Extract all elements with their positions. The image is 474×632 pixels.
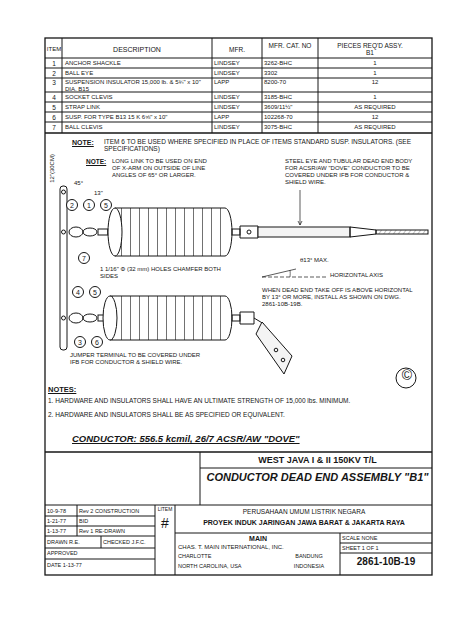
drawing-label: 3302 [264,70,317,77]
drawing-label: 2861-10B-19 [342,556,430,568]
drawing-label: © [397,367,417,383]
drawing-label: PROYEK INDUK JARINGAN JAWA BARAT & JAKAR… [178,519,430,527]
drawing-label: DESCRIPTION [64,46,210,54]
drawing-label: STRAP LINK [65,104,210,111]
drawing-label: DATE 1-13-77 [47,562,152,568]
callout-text: 4 [76,289,80,296]
drawing-label: 12 [320,114,430,121]
drawing-label: 1 [320,94,430,101]
drawing-label: NOTE: [86,158,111,165]
drawing-label: SUSP. FOR TYPE B13 15 K 6⅝" x 10" [65,114,210,121]
drawing-label: CHAS. T. MAIN INTERNATIONAL, INC. [178,544,338,551]
drawing-label: NOTE: [72,139,102,147]
callout-text: 6 [95,339,99,346]
drawing-label: LINDSEY [214,60,260,67]
drawing-label: AS REQUIRED [320,104,430,111]
callout-number: 1 [83,199,95,211]
drawing-label: 1. HARDWARE AND INSULATORS SHALL HAVE AN… [48,397,428,404]
drawing-label: APPROVED [47,550,152,556]
drawing-label: LINDSEY [214,124,260,131]
drawing-label: 10-9-78 [47,508,77,514]
drawing-label: 3 [47,79,61,86]
drawing-label: CHARLOTTE [178,553,278,559]
drawing-label: CONDUCTOR: 556.5 kcmil, 26/7 ACSR/AW "DO… [72,434,392,445]
drawing-label: Rev 2 CONSTRUCTION [79,508,154,514]
drawing-label: 1 [47,60,61,67]
callout-number: 4 [72,286,84,298]
drawing-label: SOCKET CLEVIS [65,94,210,101]
drawing-label: 13" [94,190,108,197]
callout-number: 6 [91,336,103,348]
drawing-label: 2 [47,70,61,77]
drawing-label: 3075-BHC [264,124,317,131]
drawing-label: LINDSEY [214,104,260,111]
drawing-label: HORIZONTAL AXIS [330,272,415,279]
drawing-label: 1 [320,70,430,77]
drawing-label: 102268-70 [264,114,317,121]
callout-number: 5 [89,286,101,298]
callout-text: 2 [70,202,74,209]
drawing-label: 2. HARDWARE AND INSULATORS SHALL BE AS S… [48,411,428,418]
drawing-label: LINDSEY [214,94,260,101]
drawing-label: NORTH CAROLINA, USA [178,563,278,569]
drawing-label: STEEL EYE AND TUBULAR DEAD END BODY FOR … [285,158,417,186]
drawing-label: BANDUNG [280,553,338,559]
drawing-label: ANCHOR SHACKLE [65,60,210,67]
drawing-label: LONG LINK TO BE USED ON END OF X-ARM ON … [112,158,212,179]
drawing-title: CONDUCTOR DEAD END ASSEMBLY "B1" [205,471,430,484]
drawing-label: 3262-BHC [264,60,317,67]
callout-number: 2 [66,199,78,211]
drawing-label: MFR. CAT. NO [264,42,316,49]
drawing-label: 4 [47,94,61,101]
drawing-label: 6 [47,114,61,121]
drawing-label: 3185-BHC [264,94,317,101]
drawing-label: ITEM 6 TO BE USED WHERE SPECIFIED IN PLA… [104,138,424,153]
drawing-label: CHECKED J.F.C. [103,539,155,545]
drawing-label: PIECES REQ'D ASSY. B1 [335,42,405,57]
drawing-label: 1 1/16" Φ (32 mm) HOLES CHAMFER BOTH SID… [100,266,225,280]
drawing-label: Rev 1 RE-DRAWN [79,528,154,534]
callout-number: 5 [100,199,112,211]
drawing-label: LAPP [214,79,260,86]
drawing-label: 5 [47,104,61,111]
callout-text: 5 [93,289,97,296]
drawing-label: LINDSEY [214,70,260,77]
drawing-label: 12 [320,79,430,86]
drawing-label: 3609/11½" [264,104,317,111]
callout-text: 5 [104,202,108,209]
drawing-label: LITEM [156,507,174,513]
drawing-label: ITEM [46,46,62,53]
callout-text: 7 [82,255,86,262]
drawing-label: NOTES: [48,386,88,395]
drawing-label: 8200-70 [264,79,317,86]
drawing-label: JUMPER TERMINAL TO BE COVERED UNDER IFB … [70,352,205,366]
callout-number: 3 [74,336,86,348]
drawing-label: 12"(30CM) [49,146,56,191]
drawing-label: DRAWN R.E. [47,539,100,545]
drawing-label: 1 [320,60,430,67]
drawing-label: WHEN DEAD END TAKE OFF IS ABOVE HORIZONT… [262,287,414,308]
drawing-label: SUSPENSION INSULATOR 15,000 lb. & 5¾" x … [65,79,210,93]
drawing-label: MFR. [214,46,260,53]
drawing-label: BID [79,518,154,524]
drawing-label: 7 [47,124,61,131]
drawing-label: SHEET 1 OF 1 [342,545,430,551]
callout-text: 1 [87,202,91,209]
drawing-label: WEST JAVA I & II 150KV T/L [205,455,430,465]
drawing-label: # [156,515,174,531]
drawing-label: 45° [74,180,94,187]
drawing-label: BALL CLEVIS [65,124,210,131]
drawing-label: INDONESIA [280,563,338,569]
drawing-label: θ13° MAX. [300,257,345,264]
drawing-label: BALL EYE [65,70,210,77]
callout-text: 3 [78,339,82,346]
callout-number: 7 [78,252,90,264]
drawing-label: 1-21-77 [47,518,77,524]
drawing-label: MAIN [178,535,338,543]
drawing-label: AS REQUIRED [320,124,430,131]
drawing-label: 1-13-77 [47,528,77,534]
drawing-label: LAPP [214,114,260,121]
drawing-label: PERUSAHAAN UMUM LISTRIK NEGARA [178,508,430,515]
drawing-label: SCALE NONE [342,535,430,541]
